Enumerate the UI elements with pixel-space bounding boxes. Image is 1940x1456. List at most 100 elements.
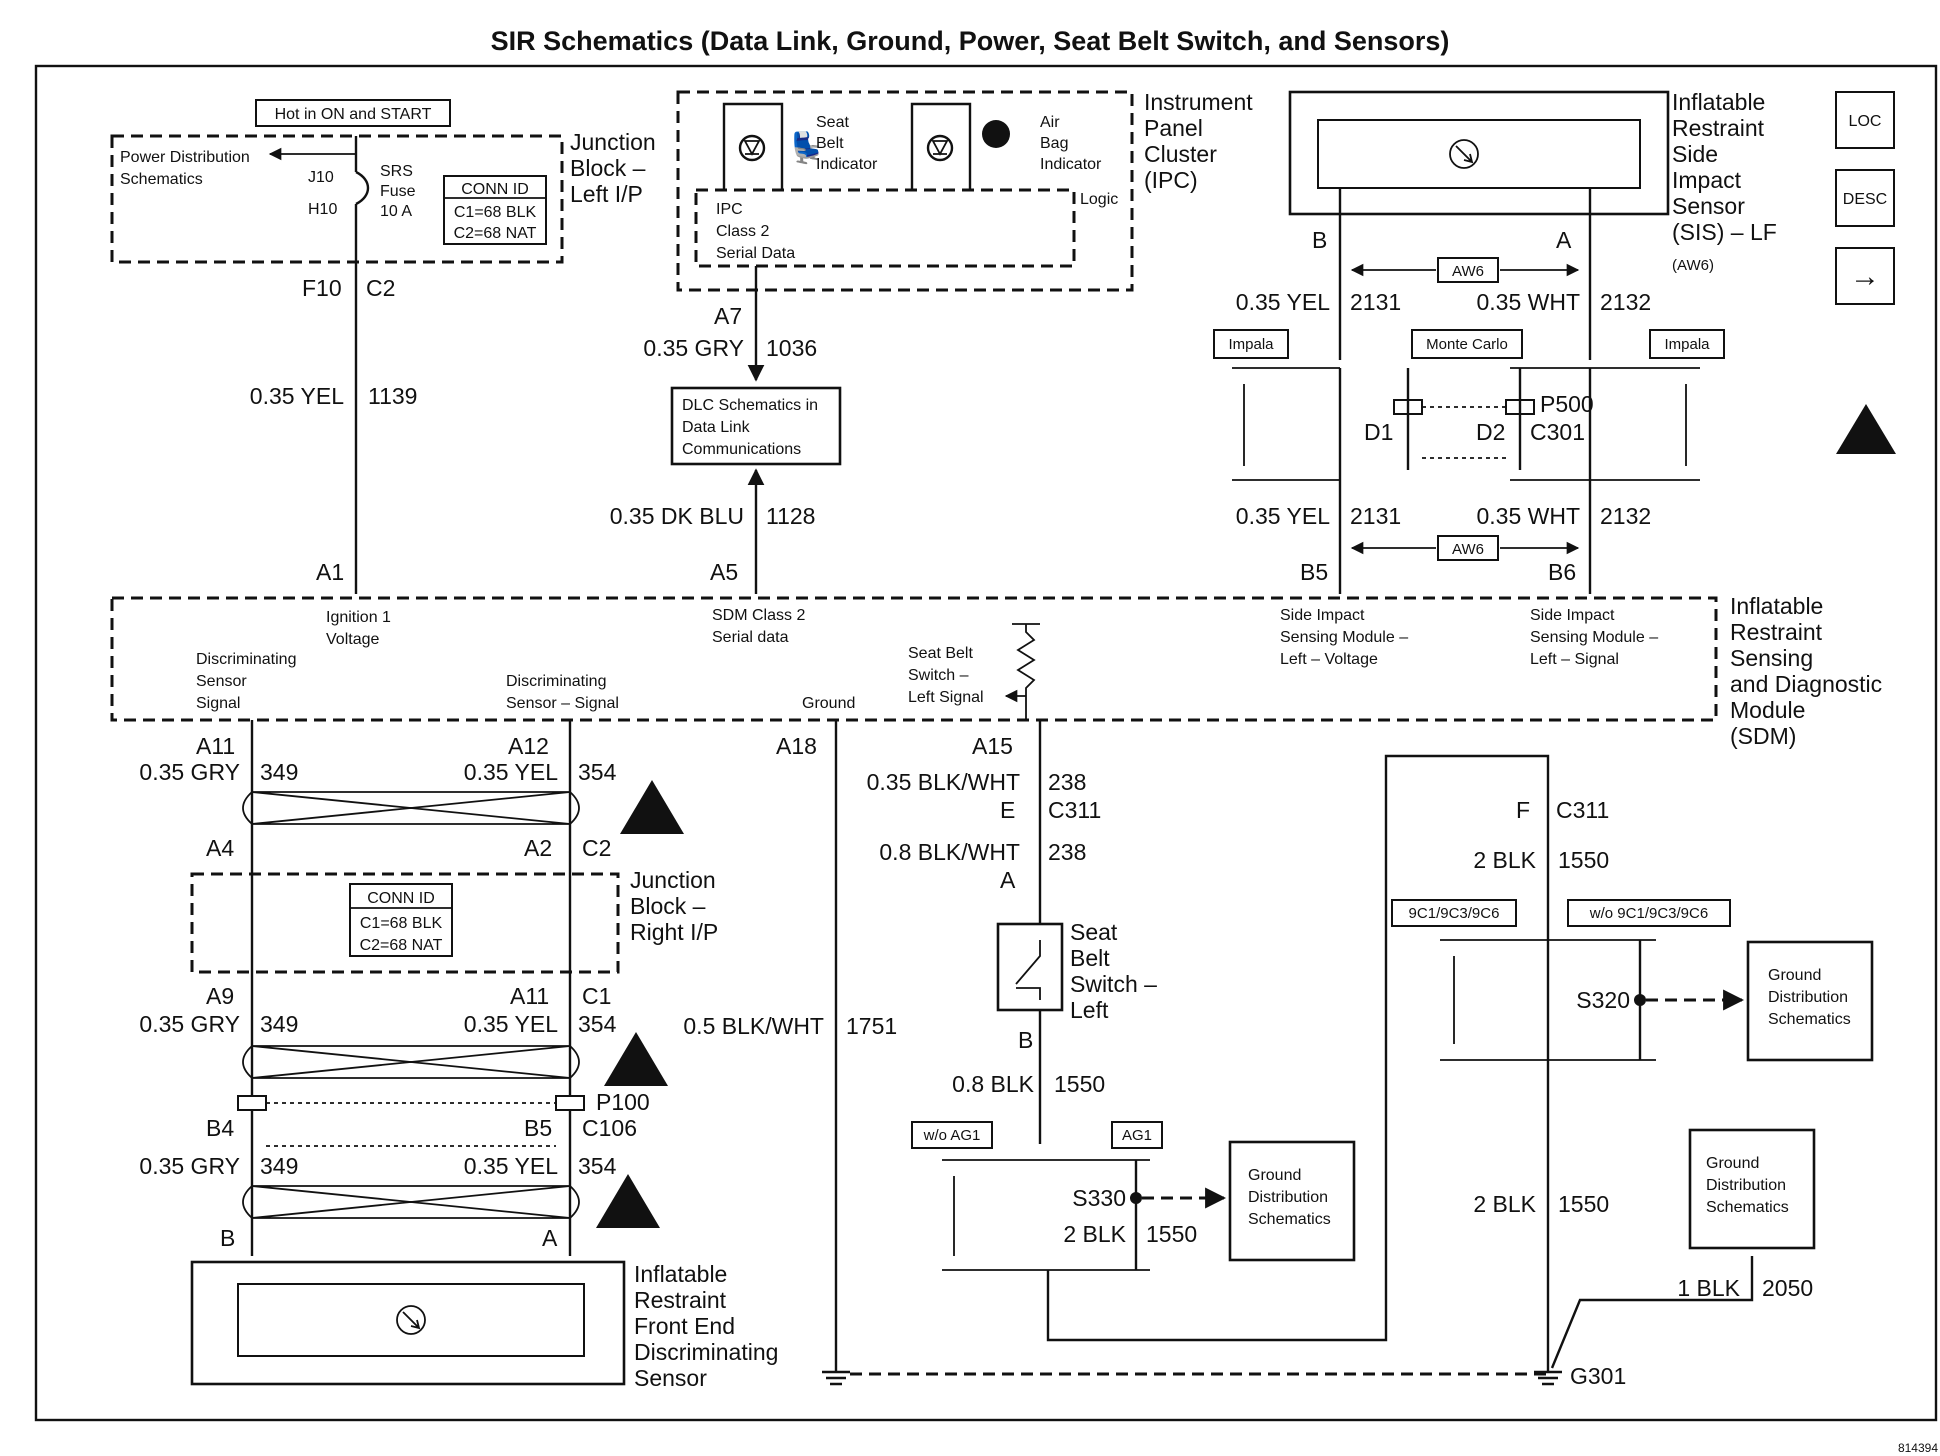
wire-2131-bottom-color: 0.35 YEL (1236, 503, 1330, 529)
conn-id-right-c2: C2=68 NAT (360, 937, 443, 954)
jbr-conn-c2: C2 (582, 835, 611, 861)
wire-238-2-circuit: 238 (1048, 839, 1086, 865)
seat-belt-indicator-label-3: Indicator (816, 156, 878, 173)
seat-belt-person-icon: 💺 (788, 130, 825, 165)
junction-block-left (110, 134, 564, 264)
conn-p100: P100 (596, 1089, 650, 1115)
sdm-serial-1: SDM Class 2 (712, 607, 805, 624)
jbr-pin-b5: B5 (524, 1115, 552, 1141)
jbr-name-1: Junction (630, 867, 716, 893)
pin-f10: F10 (302, 275, 342, 301)
wire-349-2-circuit: 349 (260, 1011, 298, 1037)
jbr-pin-a9: A9 (206, 983, 234, 1009)
pin-d2: D2 (1476, 419, 1505, 445)
air-bag-indicator-label-3: Indicator (1040, 156, 1102, 173)
connector-p100-right (555, 1095, 585, 1111)
ipc-serial-3: Serial Data (716, 245, 795, 262)
ground-dist-3-line-3: Schematics (1706, 1199, 1789, 1216)
sbs-name-4: Left (1070, 997, 1109, 1023)
sdm-siv-2: Sensing Module – (1280, 629, 1408, 646)
wire-1751-circuit: 1751 (846, 1013, 897, 1039)
ipc-logic-label: Logic (1080, 191, 1118, 208)
impala-right-label: Impala (1664, 336, 1710, 353)
junction-block-left-name-1: Junction (570, 129, 656, 155)
jbr-pin-a4: A4 (206, 835, 234, 861)
opt-9c-box (1391, 899, 1517, 927)
twisted-pair-2 (242, 1045, 580, 1079)
sdm-pin-a12: A12 (508, 733, 549, 759)
conn-p500: P500 (1540, 391, 1594, 417)
monte-carlo-label: Monte Carlo (1426, 336, 1508, 353)
opt-9c-label: 9C1/9C3/9C6 (1409, 905, 1500, 922)
wire-349-3-circuit: 349 (260, 1153, 298, 1179)
sbs-conn-c311: C311 (1048, 797, 1101, 823)
impala-left-box (1213, 329, 1289, 359)
sdm-pin-b5: B5 (1300, 559, 1328, 585)
sbs-name-2: Belt (1070, 945, 1110, 971)
jbr-conn-c1: C1 (582, 983, 611, 1009)
loc-icon[interactable] (1835, 91, 1895, 149)
wire-2050 (1550, 1256, 1754, 1369)
sdm-siv-3: Left – Voltage (1280, 651, 1378, 668)
air-bag-led-diode (931, 140, 949, 156)
junction-block-left-name-2: Block – (570, 155, 646, 181)
sbs-pin-e: E (1000, 797, 1015, 823)
hot-label-box (255, 99, 451, 127)
ipc-name-1: Instrument (1144, 89, 1253, 115)
loc-icon-label: LOC (1849, 113, 1882, 130)
wire-2132-top-color: 0.35 WHT (1476, 289, 1580, 315)
sdm-pin-b6: B6 (1548, 559, 1576, 585)
desc-icon[interactable] (1835, 169, 1895, 227)
conn-id-right-c1: C1=68 BLK (360, 915, 443, 932)
warning-icon-2 (604, 1032, 668, 1086)
front-sensor-name-2: Restraint (634, 1287, 727, 1313)
gnd-pin-f: F (1516, 797, 1530, 823)
ground-dist-2-line-3: Schematics (1768, 1011, 1851, 1028)
sdm-ign-1: Ignition 1 (326, 609, 391, 626)
sdm-seat-belt-3: Left Signal (908, 689, 984, 706)
wire-1550-return (1046, 754, 1550, 1342)
wire-1550-a-circuit: 1550 (1054, 1071, 1105, 1097)
sdm-pin-a1: A1 (316, 559, 344, 585)
splice-s330 (1130, 1192, 1142, 1204)
sis-sensor-icon (1449, 139, 1479, 169)
ag1-label: AG1 (1122, 1127, 1152, 1144)
sis-option-bracket-left (1232, 367, 1340, 481)
dlc-label-1: DLC Schematics in (682, 397, 818, 414)
wire-1550-c-color: 2 BLK (1473, 847, 1536, 873)
sis-option-bracket-right (1510, 367, 1700, 481)
ipc-serial-2: Class 2 (716, 223, 769, 240)
ipc-serial-1: IPC (716, 201, 743, 218)
ground-symbol-g301 (1534, 1370, 1562, 1386)
air-bag-indicator-frame (910, 102, 972, 190)
next-arrow-icon[interactable] (1835, 247, 1895, 305)
sbs-pin-a: A (1000, 867, 1016, 893)
seat-belt-pullup-resistor (1012, 623, 1040, 720)
dlc-box (670, 386, 842, 466)
sdm-disc1-2: Sensor (196, 673, 247, 690)
sbs-pin-b: B (1018, 1027, 1033, 1053)
conn-id-left-box (443, 175, 547, 245)
ipc-name-4: (IPC) (1144, 167, 1198, 193)
front-sensor-icon-mark (402, 1311, 421, 1330)
ground-dist-3-line-1: Ground (1706, 1155, 1759, 1172)
wire-2131-top-circuit: 2131 (1350, 289, 1401, 315)
wire-2132-top-circuit: 2132 (1600, 289, 1651, 315)
ground-dist-2-line-2: Distribution (1768, 989, 1848, 1006)
ag1-box (1111, 1121, 1163, 1149)
sdm-seat-belt-1: Seat Belt (908, 645, 973, 662)
wire-2131-bottom-circuit: 2131 (1350, 503, 1401, 529)
sdm-ground: Ground (802, 695, 855, 712)
esd-warning-icon (1836, 404, 1896, 454)
front-sensor-name-4: Discriminating (634, 1339, 778, 1365)
diagram-title: SIR Schematics (Data Link, Ground, Power… (491, 26, 1450, 56)
ground-dist-2-line-1: Ground (1768, 967, 1821, 984)
wire-2132-bottom-circuit: 2132 (1600, 503, 1651, 529)
ground-symbol-a18 (822, 1370, 850, 1386)
dlc-label-3: Communications (682, 441, 801, 458)
wire-1550-b-color: 2 BLK (1063, 1221, 1126, 1247)
ground-dist-box-2 (1746, 940, 1874, 1062)
sis-sensor-icon-mark (1455, 145, 1474, 164)
connector-p100-left (237, 1095, 267, 1111)
